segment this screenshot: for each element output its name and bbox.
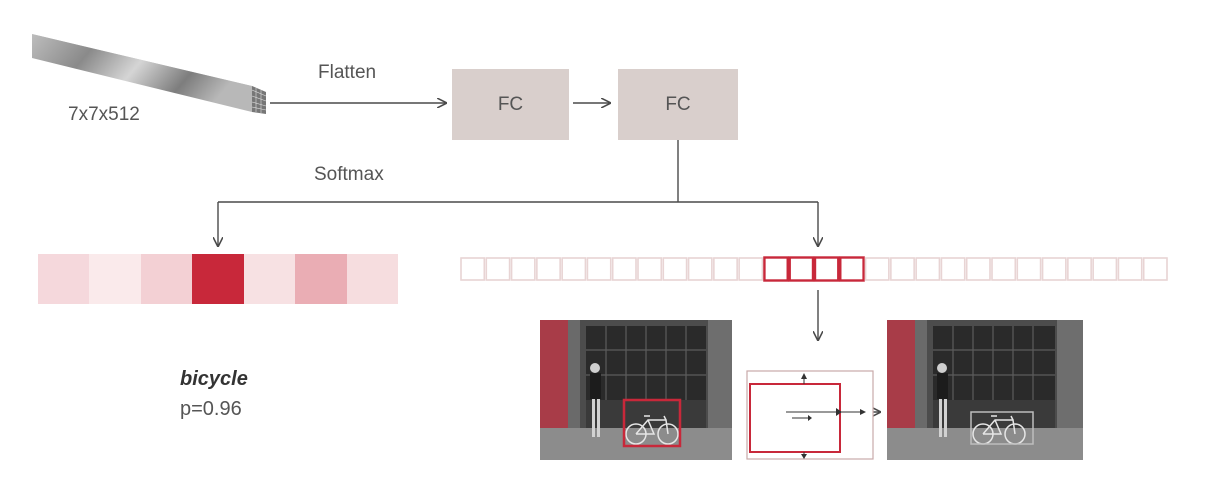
bbox-offset-cell	[586, 257, 612, 281]
softmax-label: Softmax	[314, 164, 384, 185]
class-score-cell	[140, 254, 193, 304]
bbox-offset-cell	[1142, 257, 1168, 281]
bbox-offset-cell	[611, 257, 637, 281]
bbox-offset-cell	[637, 257, 663, 281]
class-score-cell	[192, 254, 244, 304]
class-probability-vector	[38, 254, 398, 304]
bbox-offset-cell	[460, 257, 486, 281]
bbox-offset-cell-selected	[839, 256, 865, 282]
bbox-regression-vector	[460, 256, 1168, 282]
street-photo-icon	[540, 320, 732, 460]
bbox-offset-cell-selected	[813, 256, 840, 282]
fc-layer-2: FC	[618, 69, 738, 140]
bbox-offset-cell	[1067, 257, 1092, 281]
bbox-offset-cell	[662, 257, 688, 281]
bbox-offset-cell	[1016, 257, 1042, 281]
bbox-offset-cell	[864, 257, 890, 281]
box-regression-icon	[746, 370, 874, 460]
fc-layer-2-label: FC	[665, 93, 691, 115]
class-score-cell	[243, 254, 296, 304]
bbox-offset-cell	[713, 257, 738, 281]
bbox-offset-cell-selected	[788, 256, 815, 282]
bbox-offset-cell	[485, 257, 511, 281]
bbox-offset-cell	[1092, 257, 1118, 281]
class-score-cell	[89, 254, 141, 304]
bbox-offset-cell	[561, 257, 587, 281]
bbox-offset-cell	[890, 257, 915, 281]
class-score-cell	[346, 254, 398, 304]
bbox-offset-cell	[965, 257, 991, 281]
bbox-offset-cell	[738, 257, 764, 281]
fc-layer-1-label: FC	[497, 93, 524, 115]
bbox-offset-cell	[536, 257, 561, 281]
bbox-offset-cell	[510, 257, 536, 281]
bbox-offset-cell	[991, 257, 1017, 281]
class-score-cell	[295, 254, 347, 304]
fc-layer-1: FC	[452, 69, 569, 140]
class-score-cell	[38, 254, 90, 304]
predicted-class-label: bicycle	[180, 368, 248, 390]
refined-detection-icon	[887, 320, 1083, 460]
feature-map-label: 7x7x512	[68, 104, 140, 125]
bbox-offset-cell	[915, 257, 941, 281]
flatten-label: Flatten	[318, 62, 377, 83]
tensor-block-icon	[32, 34, 267, 114]
bbox-offset-cell	[687, 257, 713, 281]
bbox-offset-cell-selected	[763, 256, 789, 282]
predicted-probability-label: p=0.96	[180, 398, 242, 420]
bbox-offset-cell	[1041, 257, 1067, 281]
bbox-offset-cell	[940, 257, 966, 281]
bbox-offset-cell	[1117, 257, 1143, 281]
